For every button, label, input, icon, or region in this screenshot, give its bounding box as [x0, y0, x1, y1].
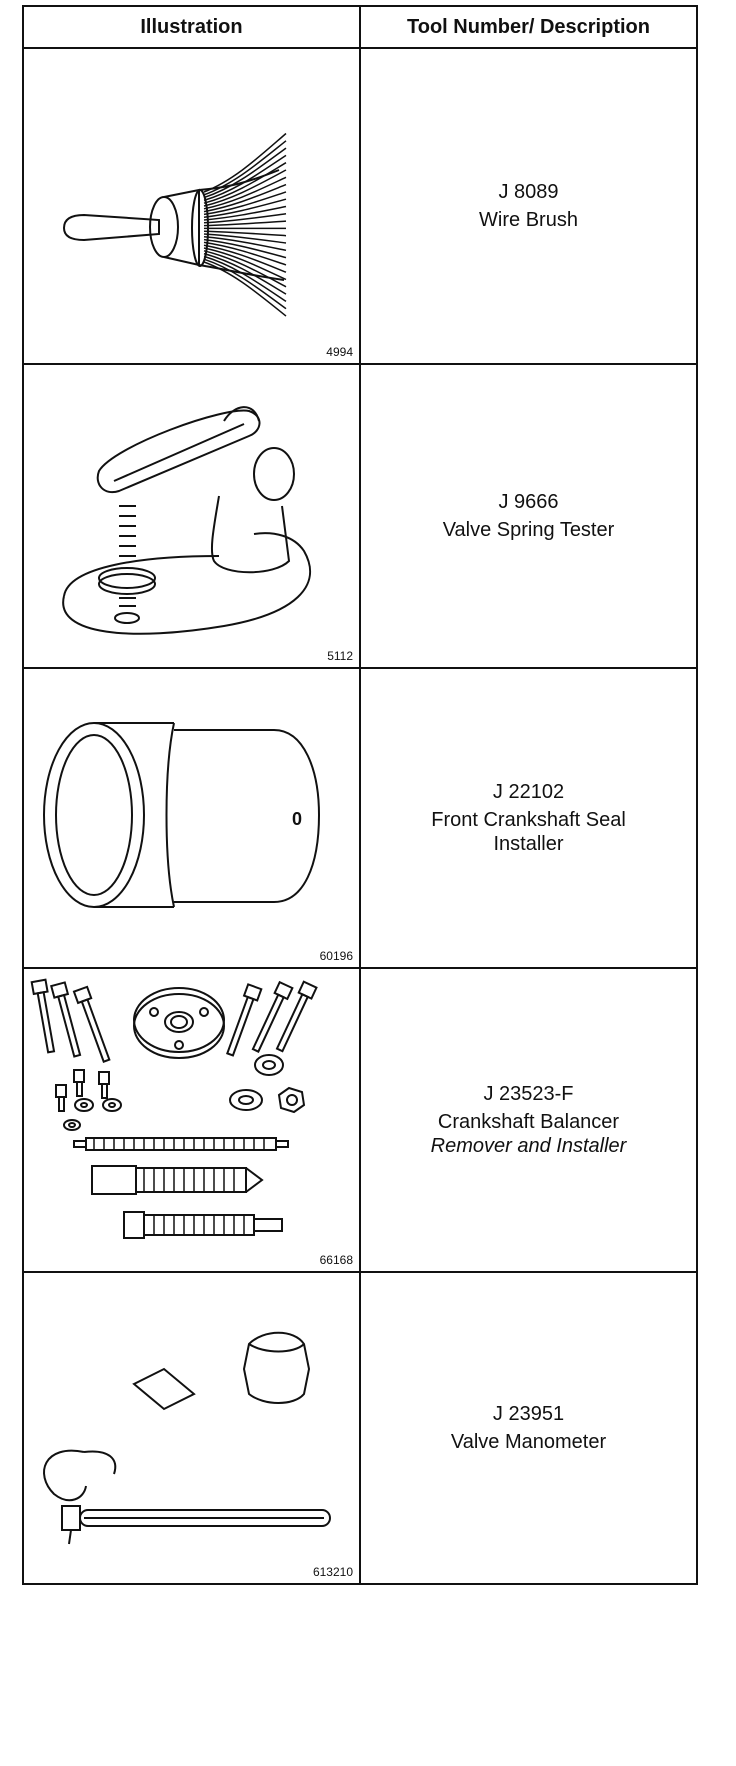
table-row: 0 60196 J 22102 Front Crankshaft Seal In…: [22, 667, 698, 969]
illustration-cell: 4994: [22, 47, 361, 365]
valve-manometer-icon: [43, 1331, 331, 1545]
tool-number: J 22102: [492, 781, 565, 803]
tool-name: Valve Manometer: [450, 1431, 607, 1453]
tool-description-cell: J 22102 Front Crankshaft Seal Installer: [359, 667, 698, 969]
illustration-cell: 613210: [22, 1271, 361, 1585]
figure-number: 66168: [319, 1253, 353, 1267]
tool-number: J 23523-F: [483, 1083, 574, 1105]
wire-brush-icon: [62, 132, 287, 317]
tool-name: Wire Brush: [479, 209, 578, 231]
tool-name: Front Crankshaft Seal Installer: [431, 809, 626, 855]
header-row: Illustration Tool Number/ Description: [22, 5, 698, 49]
tool-name: Crankshaft Balancer: [437, 1111, 620, 1133]
tool-description-cell: J 8089 Wire Brush: [359, 47, 698, 365]
tool-number: J 23951: [492, 1403, 565, 1425]
balancer-remover-kit-icon: [30, 978, 318, 1239]
valve-spring-tester-icon: [62, 406, 311, 635]
illustration-cell: 66168: [22, 967, 361, 1273]
figure-number: 60196: [319, 949, 353, 963]
figure-number: 4994: [326, 345, 353, 359]
illustration-cell: 0 60196: [22, 667, 361, 969]
table-row: 4994 J 8089 Wire Brush: [22, 47, 698, 365]
table-row: 66168 J 23523-F Crankshaft Balancer Remo…: [22, 967, 698, 1273]
illustration-cell: 5112: [22, 363, 361, 669]
table-row: 5112 J 9666 Valve Spring Tester: [22, 363, 698, 669]
figure-number: 5112: [327, 649, 353, 663]
figure-number: 613210: [312, 1565, 353, 1579]
illustration-label: 0: [292, 809, 302, 829]
special-tools-table: Illustration Tool Number/ Description: [22, 5, 698, 1585]
tool-description-cell: J 9666 Valve Spring Tester: [359, 363, 698, 669]
tool-description-cell: J 23951 Valve Manometer: [359, 1271, 698, 1585]
header-illustration: Illustration: [22, 5, 361, 49]
table-row: 613210 J 23951 Valve Manometer: [22, 1271, 698, 1585]
tool-description-cell: J 23523-F Crankshaft Balancer Remover an…: [359, 967, 698, 1273]
header-tool-description: Tool Number/ Description: [359, 5, 698, 49]
tool-number: J 9666: [498, 491, 559, 513]
tool-name-line2: Remover and Installer: [430, 1135, 627, 1157]
tool-number: J 8089: [498, 181, 559, 203]
seal-installer-icon: 0: [43, 722, 321, 908]
tool-name: Valve Spring Tester: [442, 519, 615, 541]
